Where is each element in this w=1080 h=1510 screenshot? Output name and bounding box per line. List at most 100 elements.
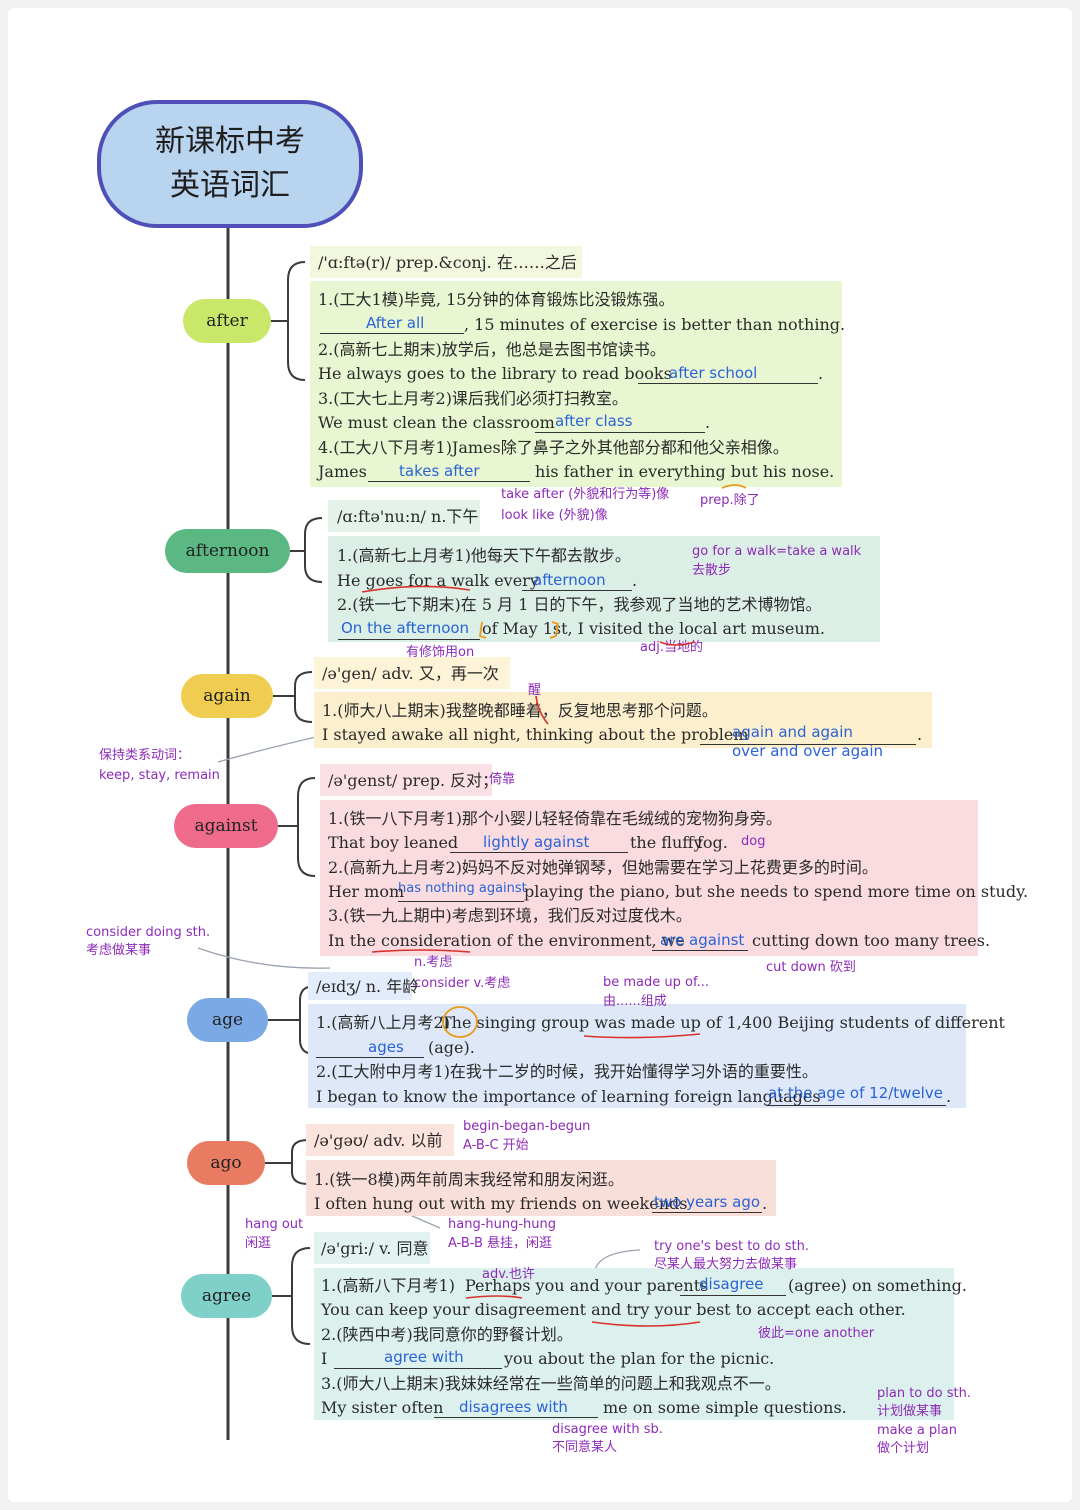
age-s2-en: I began to know the importance of learni…: [316, 1087, 821, 1106]
afternoon-s1-cn: 1.(高新七上月考1)他每天下午都去散步。: [337, 546, 631, 565]
after-note-look-like: look like (外貌)像: [501, 508, 608, 523]
age-s1-hint: (age).: [428, 1038, 475, 1057]
agree-note-plan-2: 计划做某事: [877, 1404, 943, 1419]
against-side-note-1: consider doing sth.: [86, 925, 211, 940]
ago-s1-answer: two years ago: [654, 1193, 761, 1211]
again-answer-1: again and again: [732, 723, 853, 741]
ago-phonetic: /ə'gəʊ/ adv. 以前: [314, 1131, 443, 1150]
afternoon-examples-box: [328, 536, 880, 642]
ago-side-note-1: hang out: [245, 1217, 304, 1232]
agree-note-try-2: 尽某人最大努力去做某事: [654, 1257, 798, 1272]
age-examples-box: [308, 1004, 966, 1108]
after-examples-box: [310, 281, 842, 487]
ago-s1-blank: [652, 1211, 762, 1213]
again-s1-cn: 1.(师大八上期末)我整晚都睡着，反复地思考那个问题。: [322, 701, 718, 720]
against-s1-blank: [450, 851, 628, 853]
word-bubble-age[interactable]: age: [187, 998, 268, 1042]
title-line-2: 英语词汇: [170, 168, 290, 203]
after-s1-answer: After all: [366, 314, 425, 332]
ago-phonetic-box: [306, 1124, 454, 1156]
word-bubble-agree[interactable]: agree: [181, 1274, 272, 1318]
after-phonetic: /'ɑ:ftə(r)/ prep.&conj. 在……之后: [318, 253, 577, 272]
again-note-wake: 醒: [528, 683, 542, 698]
agree-s1-en-a: Perhaps you and your parents: [465, 1276, 709, 1295]
after-s3-en: We must clean the classroom: [318, 413, 555, 432]
against-note-lean: 倚靠: [489, 772, 516, 787]
afternoon-note-walk: go for a walk=take a walk: [692, 544, 862, 559]
word-bubble-ago[interactable]: ago: [187, 1141, 265, 1185]
again-side-note-2: keep, stay, remain: [99, 768, 220, 783]
against-s1-answer: lightly against: [483, 833, 590, 851]
against-note-n: n.考虑: [414, 955, 453, 970]
afternoon-s1-answer: afternoon: [533, 571, 606, 589]
age-phonetic-box: [308, 972, 412, 1000]
agree-note-disagree-2: 不同意某人: [552, 1440, 618, 1455]
word-bubble-afternoon[interactable]: afternoon: [165, 529, 290, 573]
agree-s3-en-b: me on some simple questions.: [603, 1398, 847, 1417]
against-note-v: consider v.考虑: [414, 976, 511, 991]
age-s2-cn: 2.(工大附中月考1)在我十二岁的时候，我开始懂得学习外语的重要性。: [316, 1062, 818, 1081]
again-s1-en: I stayed awake all night, thinking about…: [322, 725, 749, 744]
after-s2-answer: after school: [669, 364, 758, 382]
agree-s2-blank: [334, 1367, 502, 1369]
ago-note-hang-2: A-B-B 悬挂，闲逛: [448, 1236, 553, 1251]
again-phonetic: /ə'gen/ adv. 又，再一次: [322, 664, 499, 683]
age-s1-answer: ages: [368, 1038, 404, 1056]
age-note-begin-1: begin-began-begun: [463, 1119, 591, 1134]
agree-s3-answer: disagrees with: [459, 1398, 568, 1416]
word-bubble-against[interactable]: against: [174, 804, 278, 848]
ago-s1-en: I often hung out with my friends on week…: [314, 1194, 688, 1213]
agree-s2-en-b: you about the plan for the picnic.: [504, 1349, 775, 1368]
after-s4-answer: takes after: [399, 462, 480, 480]
agree-s3-en-a: My sister often: [321, 1398, 444, 1417]
agree-s2-answer: agree with: [384, 1348, 464, 1366]
age-s1-blank: [316, 1056, 424, 1058]
age-s2-blank: [766, 1104, 946, 1106]
afternoon-s2-en: of May 1st, I visited the local art muse…: [482, 619, 825, 638]
against-s1-en-b: the fluffy: [630, 833, 703, 852]
after-s2-cn: 2.(高新七上期末)放学后，他总是去图书馆读书。: [318, 340, 666, 359]
age-s2-answer: at the age of 12/twelve: [768, 1084, 943, 1102]
afternoon-note-on: 有修饰用on: [406, 645, 475, 660]
again-s1-blank: [700, 743, 916, 745]
agree-s1-answer: disagree: [699, 1275, 764, 1293]
again-examples-box: [314, 692, 932, 748]
ago-examples-box: [306, 1160, 776, 1216]
against-s3-cn: 3.(铁一九上期中)考虑到环境，我们反对过度伐木。: [328, 906, 692, 925]
afternoon-s2-cn: 2.(铁一七下期末)在 5 月 1 日的下午，我参观了当地的艺术博物馆。: [337, 595, 822, 614]
after-s3-cn: 3.(工大七上月考2)课后我们必须打扫教室。: [318, 389, 628, 408]
word-bubble-again[interactable]: again: [181, 674, 273, 718]
after-s3-blank: [535, 431, 705, 433]
against-side-note-2: 考虑做某事: [86, 943, 152, 958]
agree-phonetic: /ə'gri:/ v. 同意: [321, 1239, 429, 1258]
against-phonetic-box: [320, 764, 492, 796]
age-note-made-2: 由......组成: [603, 994, 667, 1009]
agree-s3-blank: [434, 1416, 598, 1418]
word-bubble-after[interactable]: after: [183, 299, 271, 343]
age-s1-en: The singing group was made up of 1,400 B…: [441, 1013, 1005, 1032]
against-s3-blank: [652, 949, 748, 951]
against-note-cut: cut down 砍到: [766, 960, 856, 975]
agree-s1-cn: 1.(高新八下月考1): [321, 1276, 455, 1295]
age-note-begin-2: A-B-C 开始: [463, 1138, 529, 1153]
afternoon-s2-blank: [338, 638, 480, 640]
after-phonetic-box: [310, 246, 582, 278]
afternoon-s1-blank: [522, 589, 632, 591]
age-s1-cn: 1.(高新八上月考2): [316, 1013, 450, 1032]
against-s2-answer: has nothing against: [398, 881, 527, 896]
agree-s1-blank: [680, 1294, 786, 1296]
after-s3-answer: after class: [555, 412, 633, 430]
agree-s2-cn: 2.(陕西中考)我同意你的野餐计划。: [321, 1325, 573, 1344]
title-line-1: 新课标中考: [155, 124, 305, 159]
against-s2-en-a: Her mom: [328, 882, 405, 901]
ago-side-note-2: 闲逛: [245, 1236, 272, 1251]
agree-s2-en-a: I: [321, 1349, 328, 1368]
agree-phonetic-box: [314, 1232, 430, 1264]
against-s1-dog: dog: [741, 834, 766, 849]
agree-note-adv: adv.也许: [482, 1267, 536, 1282]
after-s4-en-b: his father in everything but his nose.: [535, 462, 835, 481]
against-s2-en-b: playing the piano, but she needs to spen…: [524, 882, 1029, 901]
ago-s1-cn: 1.(铁一8模)两年前周末我经常和朋友闲逛。: [314, 1170, 624, 1189]
title-bubble: 新课标中考 英语词汇: [97, 100, 363, 228]
afternoon-phonetic-box: [328, 500, 480, 532]
